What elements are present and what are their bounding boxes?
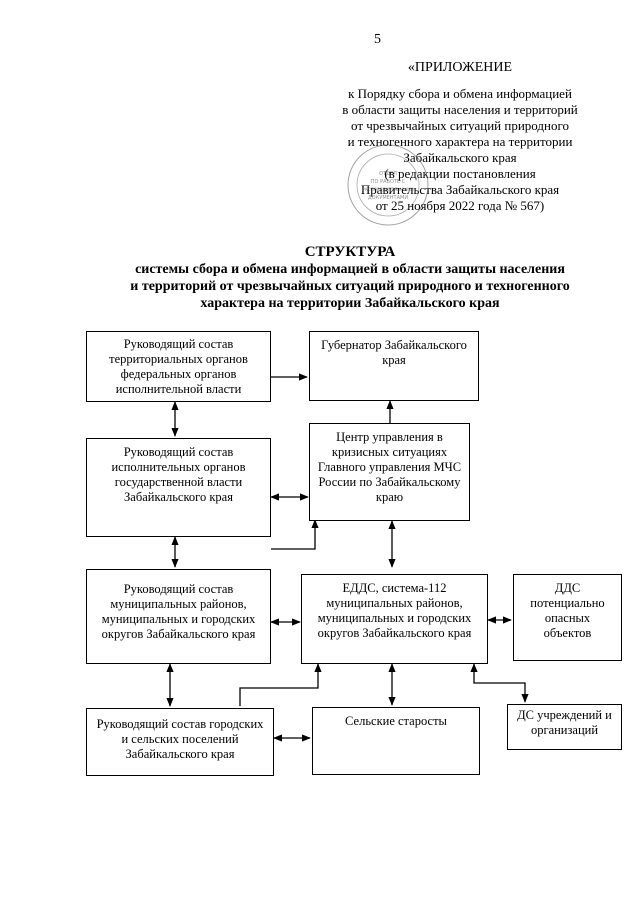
appendix-block: «ПРИЛОЖЕНИЕ к Порядку сбора и обмена инф… bbox=[300, 60, 620, 214]
box-governor-label: Губернатор Забайкальского края bbox=[321, 338, 467, 367]
appendix-line: (в редакции постановления bbox=[384, 166, 536, 181]
arrow-edds-institutions bbox=[470, 663, 529, 703]
appendix-line: Забайкальского края bbox=[403, 150, 517, 165]
box-settlements-label: Руководящий состав городских и сельских … bbox=[96, 717, 264, 761]
stamp-text: ДОКУМЕНТАМИ bbox=[368, 195, 408, 201]
box-dds-hazardous-objects: ДДС потенциально опасных объектов bbox=[513, 574, 622, 661]
stamp-text: ПО РАБОТЕ С bbox=[371, 179, 406, 185]
diagram-subtitle-line: и территорий от чрезвычайных ситуаций пр… bbox=[130, 279, 570, 294]
box-edds-label: ЕДДС, система-112 муниципальных районов,… bbox=[317, 581, 472, 640]
arrow-settlements-edds bbox=[239, 663, 322, 706]
box-municipal-label: Руководящий состав муниципальных районов… bbox=[101, 582, 256, 641]
box-governor: Губернатор Забайкальского края bbox=[309, 331, 479, 401]
diagram-subtitle-line: системы сбора и обмена информацией в обл… bbox=[135, 262, 565, 277]
diagram-title: СТРУКТУРА bbox=[304, 244, 396, 260]
appendix-line: от 25 ноября 2022 года № 567) bbox=[375, 198, 545, 213]
box-edds-112: ЕДДС, система-112 муниципальных районов,… bbox=[301, 574, 488, 664]
box-mchs-crisis-center: Центр управления в кризисных ситуациях Г… bbox=[309, 423, 470, 521]
box-elders-label: Сельские старосты bbox=[345, 714, 447, 728]
box-federal-label: Руководящий состав территориальных орган… bbox=[109, 337, 248, 396]
box-dds-label: ДДС потенциально опасных объектов bbox=[530, 581, 605, 640]
box-institutions-label: ДС учреждений и организаций bbox=[517, 708, 612, 737]
appendix-title: «ПРИЛОЖЕНИЕ bbox=[407, 60, 513, 75]
box-regional-label: Руководящий состав исполнительных органо… bbox=[111, 445, 246, 504]
page-number: 5 bbox=[374, 32, 381, 47]
box-mchs-label: Центр управления в кризисных ситуациях Г… bbox=[317, 430, 462, 504]
appendix-line: и техногенного характера на территории bbox=[347, 134, 573, 149]
stamp-text: ОТДЕЛ bbox=[379, 171, 397, 177]
box-village-elders: Сельские старосты bbox=[312, 707, 480, 775]
appendix-line: от чрезвычайных ситуаций природного bbox=[350, 118, 570, 133]
arrow-municipal-mchs bbox=[271, 519, 319, 550]
official-stamp: ОТДЕЛ ПО РАБОТЕ С РАСПОРЯДИТЕЛЬНЫМИ ДОКУ… bbox=[347, 144, 429, 226]
stamp-text: РАСПОРЯДИТЕЛЬНЫМИ bbox=[362, 187, 413, 192]
appendix-line: в области защиты населения и территорий bbox=[342, 102, 578, 117]
diagram-subtitle-line: характера на территории Забайкальского к… bbox=[200, 296, 500, 311]
appendix-line: Правительства Забайкальского края bbox=[360, 182, 560, 197]
diagram-heading: СТРУКТУРА системы сбора и обмена информа… bbox=[80, 244, 620, 312]
box-federal-authorities: Руководящий состав территориальных орган… bbox=[86, 331, 271, 402]
box-regional-authorities: Руководящий состав исполнительных органо… bbox=[86, 438, 271, 537]
box-municipal-authorities: Руководящий состав муниципальных районов… bbox=[86, 569, 271, 664]
box-institutions: ДС учреждений и организаций bbox=[507, 704, 622, 750]
box-settlements-authorities: Руководящий состав городских и сельских … bbox=[86, 708, 274, 776]
appendix-line: к Порядку сбора и обмена информацией bbox=[348, 86, 572, 101]
